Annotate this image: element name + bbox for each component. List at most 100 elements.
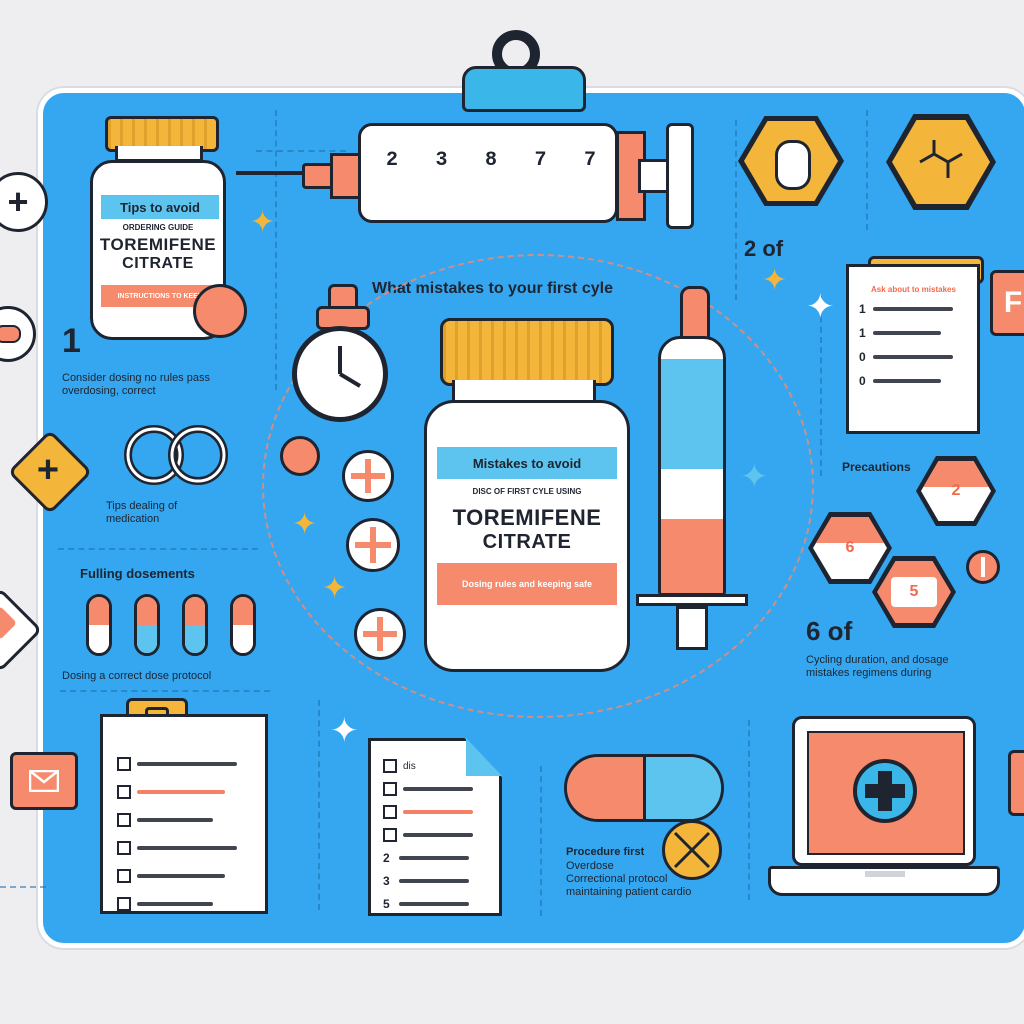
sparkle-icon: ✦ — [250, 206, 276, 239]
left-bottle-band-label: Tips to avoid — [120, 199, 200, 215]
checkbox[interactable] — [117, 897, 131, 911]
checklist-number: 1 — [859, 326, 866, 340]
checkbox[interactable] — [117, 869, 131, 883]
syringe-mark: 8 — [484, 149, 497, 172]
checkbox[interactable] — [117, 841, 131, 855]
pill-circle-icon — [0, 306, 36, 362]
syringe-mark: 7 — [534, 149, 547, 172]
cross-pill-icon — [354, 608, 406, 660]
checklist-item — [117, 869, 253, 883]
checklist-item: 1 — [859, 302, 967, 316]
center-bottle-small-line: DISC OF FIRST CYLE USING — [472, 487, 582, 496]
pills-row — [86, 594, 266, 656]
hex-badge-fill: 2 — [921, 461, 991, 521]
checklist-line — [137, 874, 225, 878]
connector-line — [0, 886, 46, 888]
pill-capsule-icon — [775, 140, 811, 190]
capsule-pill-icon — [86, 594, 112, 656]
document-number: 2 — [383, 851, 390, 865]
checklist-line — [137, 818, 213, 822]
checkbox[interactable] — [117, 757, 131, 771]
cross-pill-icon — [346, 518, 400, 572]
plus-diamond-icon: + — [7, 429, 93, 515]
left-bottle-band: Tips to avoid — [101, 195, 219, 219]
checklist-rows: 1 1 0 0 — [859, 302, 967, 388]
document-line — [399, 902, 469, 906]
checkbox[interactable] — [383, 782, 397, 796]
center-bottle-cap — [440, 318, 614, 386]
round-pill — [280, 436, 320, 476]
center-bottle-name-1: TOREMIFENE — [452, 505, 602, 530]
step1-number: 1 — [62, 322, 81, 360]
document-text: dis — [403, 760, 416, 772]
checklist-rows — [117, 757, 253, 911]
center-bottle-sub-label: Dosing rules and keeping safe — [461, 579, 593, 589]
cross-pill-icon — [662, 820, 722, 880]
document-row: 3 — [383, 874, 489, 888]
checklist-item — [117, 785, 253, 799]
capsule-pill-icon — [182, 594, 208, 656]
checklist-item: 1 — [859, 326, 967, 340]
checklist-item: 0 — [859, 374, 967, 388]
checklist-line — [873, 331, 941, 335]
edge-badge-small — [1008, 750, 1024, 816]
checklist-line — [137, 790, 225, 794]
hex-number: 2 — [951, 482, 961, 499]
checklist-number: 0 — [859, 350, 866, 364]
center-bottle-name-2: CITRATE — [482, 531, 572, 553]
capsule-caption-line: Overdose — [566, 860, 614, 872]
tall-syringe-icon — [636, 286, 750, 656]
checkbox[interactable] — [117, 813, 131, 827]
capsule-pill-icon — [134, 594, 160, 656]
capsule-caption-line: maintaining patient cardio — [566, 886, 692, 898]
clipboard-clip — [462, 66, 586, 112]
checklist-item: 0 — [859, 350, 967, 364]
left-bottle-name-2: CITRATE — [122, 255, 194, 272]
capsule-caption-line: Correctional protocol — [566, 873, 668, 885]
left-bottle-name-1: TOREMIFENE — [99, 235, 217, 254]
capsule-icon — [564, 754, 724, 822]
laptop-medical-icon — [766, 716, 1004, 906]
document-number: 3 — [383, 874, 390, 888]
document-row: dis — [383, 759, 489, 773]
checklist-line — [873, 355, 953, 359]
rings-caption: Tips dealing of medication — [106, 500, 178, 525]
document-row: 5 — [383, 897, 489, 911]
left-bottle-sub-label: INSTRUCTIONS TO KEEP — [117, 292, 203, 300]
left-bottle-sub-band: INSTRUCTIONS TO KEEP — [101, 285, 219, 307]
round-pill — [966, 550, 1000, 584]
checklist-line — [137, 762, 237, 766]
molecule-icon — [919, 140, 963, 178]
checkbox[interactable] — [383, 759, 397, 773]
divider — [275, 110, 277, 390]
document-line — [399, 856, 469, 860]
sparkle-icon: ✦ — [762, 264, 788, 297]
checklist-heading: Ask about to mistakes — [871, 285, 956, 294]
capsule-pill-icon — [230, 594, 256, 656]
checklist-item — [117, 897, 253, 911]
precautions-label: Precautions — [842, 460, 911, 474]
divider — [60, 690, 270, 692]
checkbox[interactable] — [383, 805, 397, 819]
checklist-line — [137, 846, 237, 850]
checklist-number: 1 — [859, 302, 866, 316]
left-bottle-small-line: ORDERING GUIDE — [122, 223, 194, 232]
hex-number: 6 — [845, 539, 855, 556]
checkbox[interactable] — [117, 785, 131, 799]
document-line — [403, 810, 473, 814]
step6-label: 6 of — [806, 616, 853, 646]
edge-badge: F — [990, 270, 1024, 336]
syringe-mark: 3 — [435, 149, 448, 172]
document-row — [383, 782, 489, 796]
step1-text: Consider dosing no rules pass overdosing… — [62, 372, 210, 397]
checklist-line — [873, 379, 941, 383]
document-row: 2 — [383, 851, 489, 865]
step6-text: Cycling duration, and dosage mistakes re… — [806, 654, 949, 679]
syringe-mark: 2 — [386, 149, 399, 172]
checkbox[interactable] — [383, 828, 397, 842]
capsule-caption-title: Procedure first — [566, 846, 645, 858]
divider — [820, 296, 822, 476]
